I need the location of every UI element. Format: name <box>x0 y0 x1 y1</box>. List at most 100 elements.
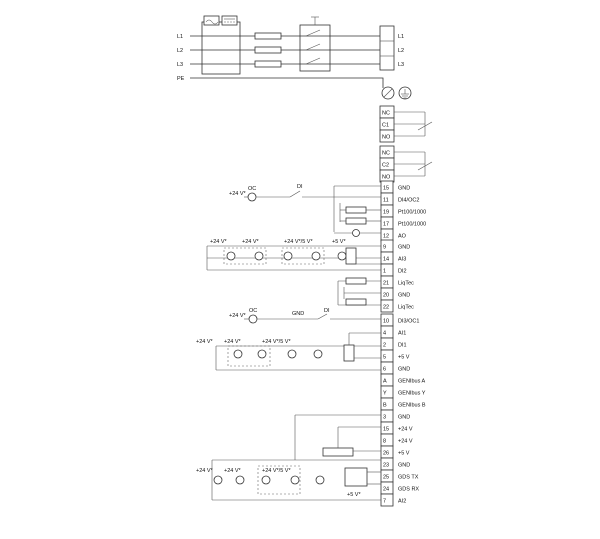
input-label-l3: L3 <box>177 62 183 68</box>
relay-terminal-label: C1 <box>382 123 389 129</box>
terminal-number: 15 <box>383 427 389 433</box>
terminal-label: GND <box>398 367 410 373</box>
terminal-label: +5 V <box>398 451 410 457</box>
terminal-number: B <box>383 403 387 409</box>
terminal-label: GND <box>398 415 410 421</box>
ao-meter-icon <box>352 229 360 237</box>
terminal-number: 10 <box>383 319 389 325</box>
terminal-number: 15 <box>383 186 389 192</box>
di3-label-di: DI <box>324 308 330 314</box>
terminal-number: 25 <box>383 475 389 481</box>
input-label-l2: L2 <box>177 48 183 54</box>
ai2-supply-3: +24 V*/5 V* <box>262 468 291 474</box>
label-di: DI <box>297 184 303 190</box>
terminal-number: 19 <box>383 210 389 216</box>
terminal-label: LiqTec <box>398 281 414 287</box>
label-oc: OC <box>248 186 256 192</box>
ai3-sensor-2-icon <box>254 251 264 261</box>
terminal-label: +24 V <box>398 439 413 445</box>
terminal-number: 26 <box>383 451 389 457</box>
terminal-number: 14 <box>383 257 389 263</box>
relay-terminal-label: NO <box>382 175 391 181</box>
terminal-label: AI3 <box>398 257 406 263</box>
liqtec-element-2 <box>345 298 367 306</box>
terminal-number: Y <box>383 391 387 397</box>
terminal-label: GND <box>398 293 410 299</box>
ai2-sensor-5-icon <box>315 475 325 485</box>
ai2-sensor-2-icon <box>235 475 245 485</box>
ai2-sensor-4-icon <box>290 475 300 485</box>
terminal-number: 20 <box>383 293 389 299</box>
terminal-number: 2 <box>383 343 386 349</box>
ai2-sensor-1-icon <box>213 475 223 485</box>
terminal-label: GND <box>398 245 410 251</box>
gds-potentiometer <box>322 447 354 457</box>
input-label-pe: PE <box>177 76 185 82</box>
ai1-sensor-3-icon <box>287 349 297 359</box>
relay-terminal-label: NO <box>382 135 391 141</box>
terminal-number: 4 <box>383 331 386 337</box>
ai1-potentiometer <box>343 344 355 362</box>
ai1-supply-1: +24 V* <box>196 339 214 345</box>
relay-terminal-label: C2 <box>382 163 389 169</box>
ai1-sensor-1-icon <box>233 349 243 359</box>
filter-symbol-dc <box>221 15 238 26</box>
ai2-sensor-3-icon <box>261 475 271 485</box>
ai3-potentiometer <box>345 247 357 265</box>
di3-contact-icon <box>248 314 258 324</box>
fuse-l2 <box>254 46 282 54</box>
ai2-supply-2: +24 V* <box>224 468 242 474</box>
pt100-resistor-1 <box>345 206 367 214</box>
terminal-number: 1 <box>383 269 386 275</box>
di3-label-oc: OC <box>249 308 257 314</box>
terminal-label: DI3/OC1 <box>398 319 419 325</box>
terminal-label: GDS RX <box>398 487 419 493</box>
input-label-l1: L1 <box>177 34 183 40</box>
ai1-supply-2: +24 V* <box>224 339 242 345</box>
ai3-supply-4: +5 V* <box>332 239 346 245</box>
liqtec-element-1 <box>345 277 367 285</box>
filter-symbol-ac <box>203 15 220 26</box>
terminal-label: GDS TX <box>398 475 419 481</box>
contact-oc-icon <box>247 192 257 202</box>
terminal-label: DI2 <box>398 269 407 275</box>
terminal-number: 7 <box>383 499 386 505</box>
fuse-l3 <box>254 60 282 68</box>
terminal-number: 6 <box>383 367 386 373</box>
terminal-label: GND <box>398 186 410 192</box>
output-label-l1: L1 <box>398 34 404 40</box>
output-label-l2: L2 <box>398 48 404 54</box>
terminal-number: 11 <box>383 198 389 204</box>
di3-label-gnd: GND <box>292 311 304 317</box>
terminal-number: 8 <box>383 439 386 445</box>
ai3-supply-3: +24 V*/5 V* <box>284 239 313 245</box>
terminal-label: DI1 <box>398 343 407 349</box>
ai3-supply-1: +24 V* <box>210 239 228 245</box>
terminal-label: AI1 <box>398 331 406 337</box>
terminal-number: 5 <box>383 355 386 361</box>
relay-terminal-label: NC <box>382 151 390 157</box>
external-wiring: +24 V* OC DI +24 V* +24 V* +24 V*/5 V* +… <box>196 184 381 501</box>
supply-label-24v: +24 V* <box>229 191 247 197</box>
terminal-number: 21 <box>383 281 389 287</box>
terminal-number: 17 <box>383 222 389 228</box>
ai3-supply-2: +24 V* <box>242 239 260 245</box>
di3-supply-label: +24 V* <box>229 313 247 319</box>
ai1-sensor-4-icon <box>313 349 323 359</box>
ai1-sensor-2-icon <box>257 349 267 359</box>
terminal-label: GENIbus Y <box>398 391 426 397</box>
terminal-label: Pt100/1000 <box>398 222 426 228</box>
terminal-label: GND <box>398 463 410 469</box>
terminal-cell <box>380 299 394 313</box>
power-supply-section: L1 L2 L3 PE L1 L2 L3 <box>177 15 412 100</box>
filter-block <box>201 21 241 75</box>
pt100-resistor-2 <box>345 217 367 225</box>
ai3-sensor-5-icon <box>337 251 347 261</box>
